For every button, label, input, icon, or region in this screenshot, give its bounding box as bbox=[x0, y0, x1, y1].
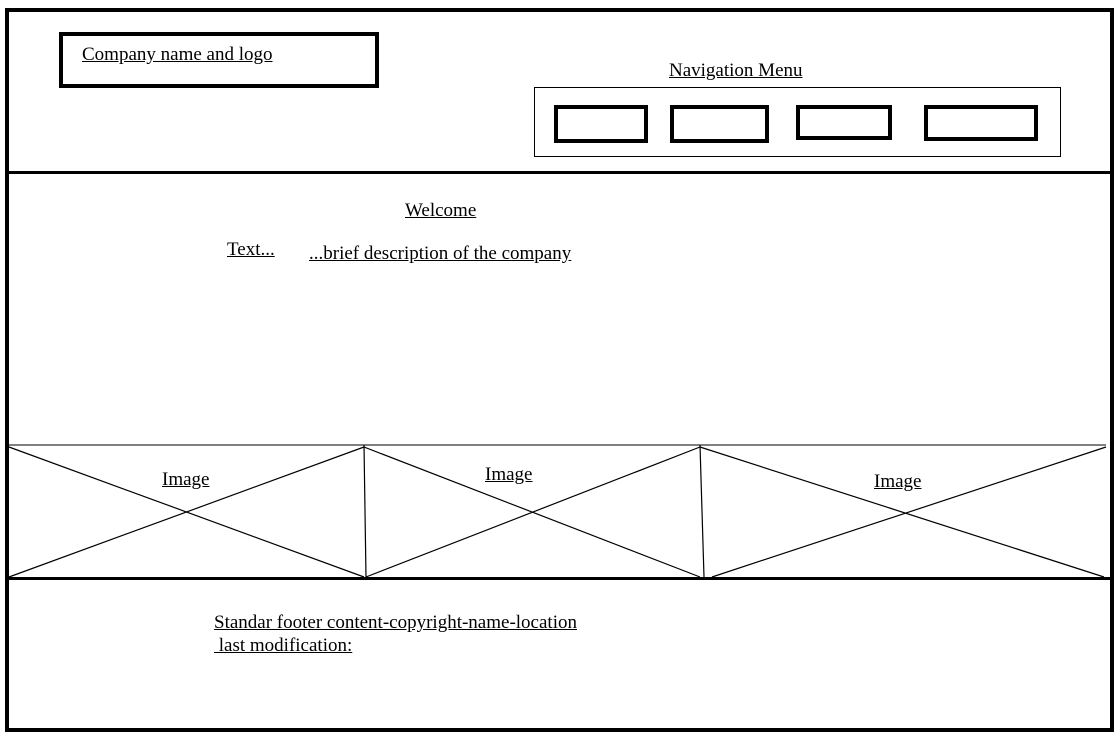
nav-item-4[interactable] bbox=[924, 105, 1038, 141]
image-placeholder-3[interactable] bbox=[699, 446, 1107, 578]
company-description: ...brief description of the company bbox=[309, 243, 572, 264]
image-label-2: Image bbox=[485, 464, 533, 485]
nav-menu-title: Navigation Menu bbox=[669, 60, 803, 81]
footer-divider bbox=[5, 577, 1112, 580]
nav-item-3[interactable] bbox=[796, 105, 892, 140]
image-placeholder-2[interactable] bbox=[363, 444, 705, 578]
logo-box[interactable] bbox=[59, 32, 379, 88]
image-label-3: Image bbox=[874, 471, 922, 492]
welcome-heading: Welcome bbox=[405, 200, 477, 221]
footer-line-1: Standar footer content-copyright-name-lo… bbox=[214, 612, 577, 633]
image-label-1: Image bbox=[162, 469, 210, 490]
nav-item-2[interactable] bbox=[670, 105, 769, 143]
header-divider bbox=[5, 171, 1110, 174]
text-placeholder: Text... bbox=[227, 239, 275, 260]
logo-label: Company name and logo bbox=[82, 44, 273, 65]
page-frame bbox=[5, 8, 1114, 732]
nav-menu bbox=[534, 87, 1061, 157]
footer-line-2: last modification: bbox=[214, 635, 353, 656]
nav-item-1[interactable] bbox=[554, 105, 648, 143]
image-placeholder-1[interactable] bbox=[8, 444, 367, 578]
